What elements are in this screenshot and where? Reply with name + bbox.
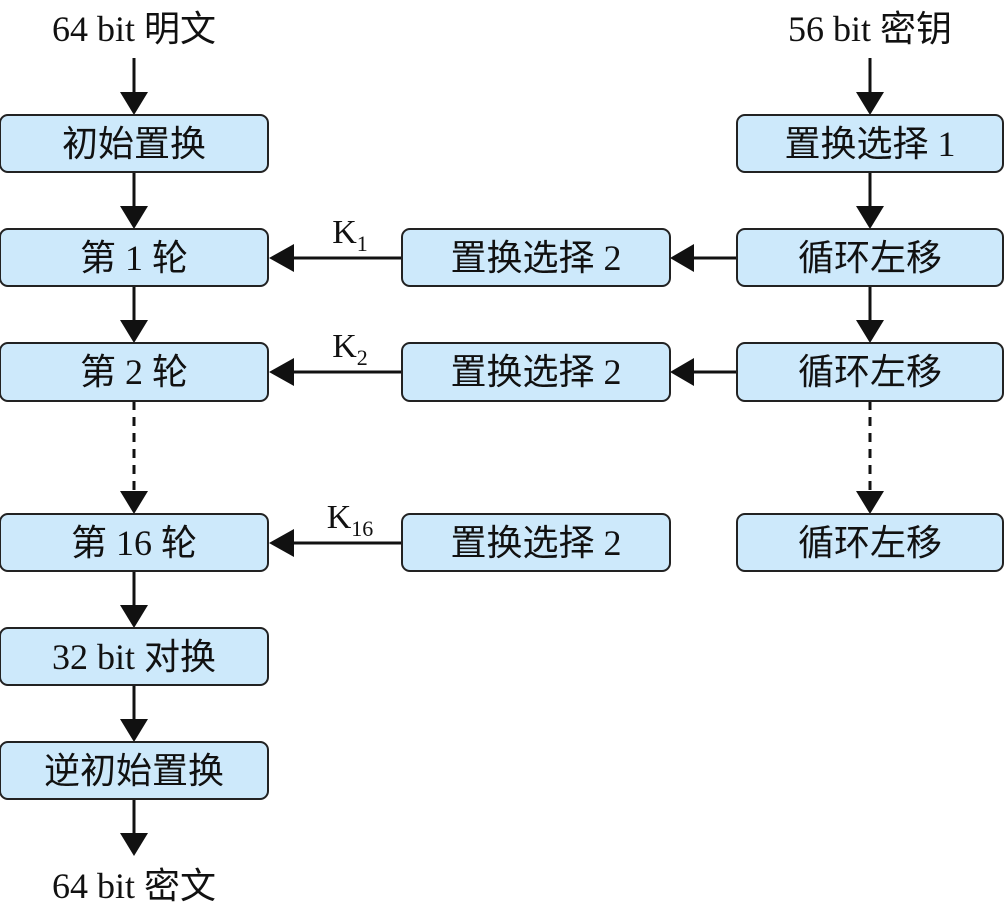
subkey-k1-label: K1 [332,214,368,256]
left-shift-2-label: 循环左移 [798,352,942,392]
round-16-label: 第 16 轮 [71,523,197,563]
arrowhead-shift1-to-pc2-k1 [670,244,694,272]
subkey-k2-sub: 2 [357,345,368,370]
pc2-k16-label: 置换选择 2 [450,523,621,563]
initial-permutation-box: 初始置换 [0,114,269,173]
pc2-k2-box: 置换选择 2 [401,342,671,402]
arrowhead-round1-to-round2 [120,320,148,343]
inverse-initial-permutation-label: 逆初始置换 [44,751,224,791]
round-2-label: 第 2 轮 [80,352,188,392]
swap-32bit-label: 32 bit 对换 [52,637,216,677]
arrowhead-shift2-to-pc2-k2 [670,358,694,386]
pc2-k16-box: 置换选择 2 [401,513,671,572]
arrowhead-iip-to-ciphertext [120,833,148,856]
left-shift-1-label: 循环左移 [798,238,942,278]
left-shift-16-label: 循环左移 [798,523,942,563]
left-shift-16-box: 循环左移 [736,513,1004,572]
plaintext-input-label: 64 bit 明文 [52,9,216,49]
arrowhead-round16-to-swap [120,605,148,628]
subkey-k16-sub: 16 [351,516,373,541]
arrowhead-key-to-pc1 [856,92,884,115]
arrowhead-ip-to-round1 [120,206,148,229]
arrowhead-plaintext-to-ip [120,92,148,115]
arrowhead-pc2-to-round1 [269,244,294,272]
left-shift-2-box: 循环左移 [736,342,1004,402]
connectors [120,58,884,856]
pc1-box: 置换选择 1 [736,114,1004,173]
arrowhead-pc2-to-round16 [269,529,294,557]
key-input-label: 56 bit 密钥 [788,9,952,49]
pc2-k1-label: 置换选择 2 [450,238,621,278]
subkey-k2-base: K [332,328,357,365]
pc2-k2-label: 置换选择 2 [450,352,621,392]
initial-permutation-label: 初始置换 [62,124,206,164]
subkey-k1-sub: 1 [357,231,368,256]
round-16-box: 第 16 轮 [0,513,269,572]
inverse-initial-permutation-box: 逆初始置换 [0,741,269,800]
arrowhead-pc2-to-round2 [269,358,294,386]
round-1-label: 第 1 轮 [80,238,188,278]
subkey-k16-base: K [327,499,352,536]
subkey-k16-label: K16 [327,499,374,541]
pc1-label: 置换选择 1 [784,124,955,164]
round-2-box: 第 2 轮 [0,342,269,402]
swap-32bit-box: 32 bit 对换 [0,627,269,686]
arrowhead-pc1-to-shift1 [856,206,884,229]
left-shift-1-box: 循环左移 [736,228,1004,287]
arrowhead-shift1-to-shift2 [856,320,884,343]
pc2-k1-box: 置换选择 2 [401,228,671,287]
arrowhead-round2-to-round16 [120,491,148,514]
subkey-k1-base: K [332,214,357,251]
arrowhead-swap-to-iip [120,719,148,742]
round-1-box: 第 1 轮 [0,228,269,287]
arrowhead-shift2-to-shift16 [856,491,884,514]
subkey-k2-label: K2 [332,328,368,370]
ciphertext-output-label: 64 bit 密文 [52,866,216,906]
